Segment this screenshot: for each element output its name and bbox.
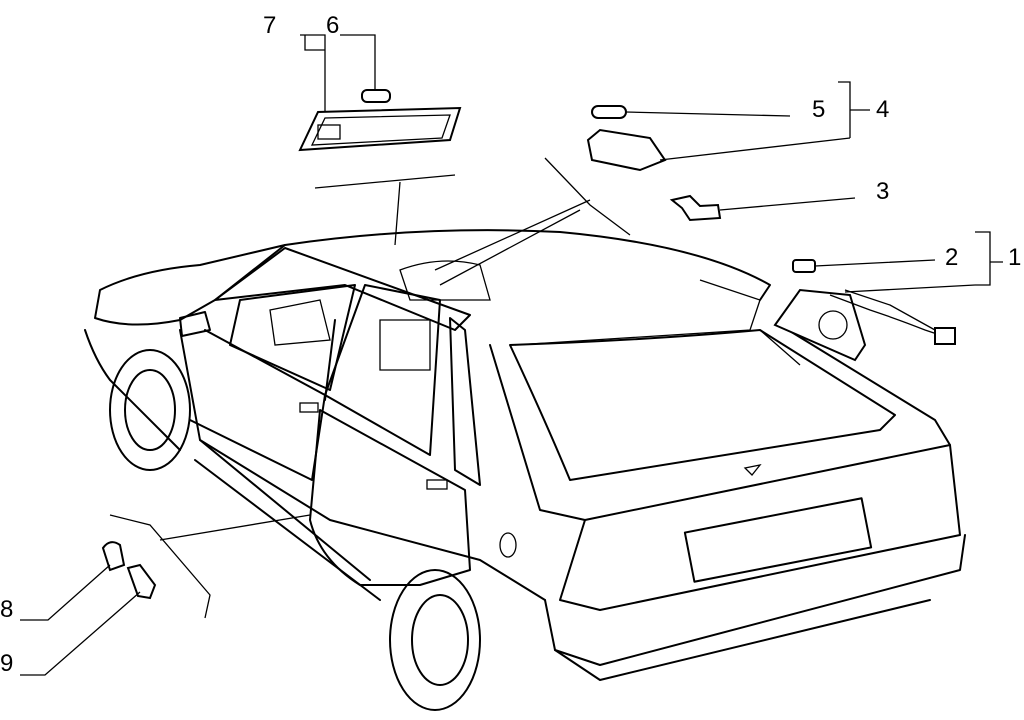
callout-2: 2 [945,244,959,271]
callout-4: 4 [876,96,890,123]
car-body [84,229,966,711]
leader-lines [109,157,801,619]
front-dome-light [298,34,462,152]
switch-3 [669,194,856,222]
map-light [586,81,870,172]
callout-9: 9 [0,650,14,677]
callout-1: 1 [1008,244,1022,271]
callout-7: 7 [263,12,277,39]
bulb-2 [792,259,816,273]
door-switches [20,541,157,676]
callout-5: 5 [812,96,826,123]
callout-3: 3 [876,178,890,205]
rear-courtesy-light [773,231,1003,362]
part-8 [101,541,126,572]
part-9 [126,563,157,600]
callout-6: 6 [326,12,340,39]
callout-8: 8 [0,596,14,623]
bulb-6 [361,89,391,103]
bulb-5 [591,105,627,119]
